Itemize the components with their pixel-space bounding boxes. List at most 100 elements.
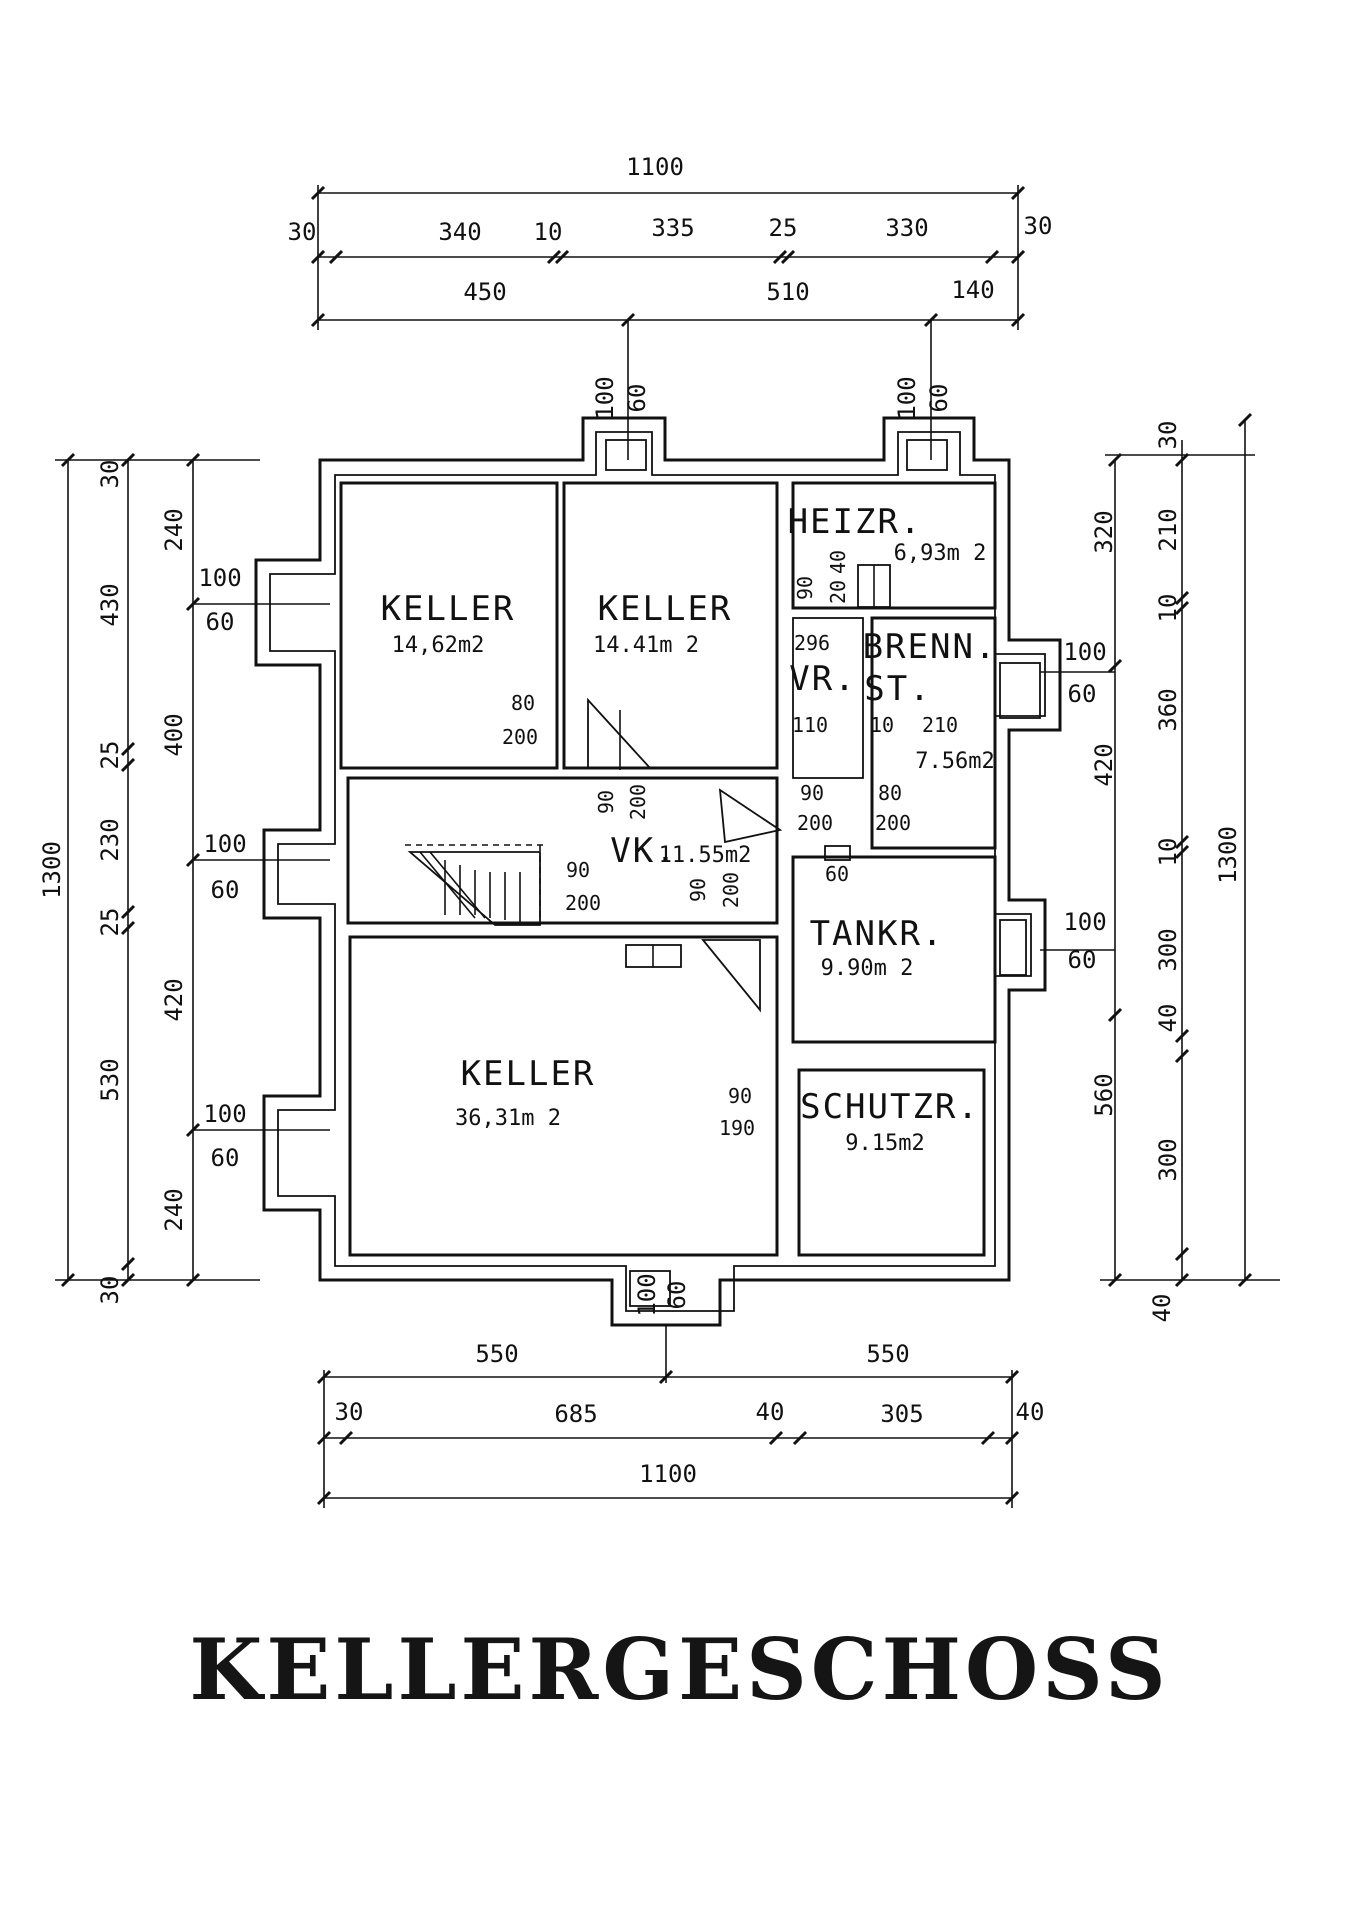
dim-top-2-2: 10 — [534, 218, 563, 246]
dim-right-2-8: 40 — [1148, 1294, 1176, 1323]
window-right1-height: 60 — [1068, 680, 1097, 708]
window-left2-height: 60 — [211, 876, 240, 904]
building-walls — [254, 416, 1062, 1327]
dim-left-2-5: 530 — [96, 1058, 124, 1101]
door-8-height: 190 — [719, 1116, 755, 1140]
dim-right-3-1: 420 — [1090, 743, 1118, 786]
window-left1-height: 60 — [206, 608, 235, 636]
window-bottom-width: 100 — [633, 1273, 661, 1316]
dim-left-3-3: 240 — [160, 1188, 188, 1231]
dim-top-2-0: 30 — [288, 218, 317, 246]
heiz-door-label: 296 — [794, 631, 830, 655]
window-top1-height: 60 — [623, 384, 651, 413]
dim-right-2-2: 10 — [1154, 594, 1182, 623]
heiz-small-2: 20 — [826, 580, 850, 604]
room-keller1-area: 14,62m2 — [392, 633, 485, 658]
room-vk-name: VK. — [610, 831, 677, 871]
room-tank-name: TANKR. — [810, 914, 945, 954]
dim-right-2-0: 30 — [1154, 421, 1182, 450]
dim-right-3-0: 320 — [1090, 510, 1118, 553]
dim-left-3-2: 420 — [160, 978, 188, 1021]
left-dimensions: 1300 30 430 25 230 25 530 30 240 400 420… — [38, 452, 330, 1305]
dim-right-2-6: 40 — [1154, 1004, 1182, 1033]
dim-bottom-2-0: 30 — [335, 1398, 364, 1426]
dim-left-2-2: 25 — [96, 741, 124, 770]
window-top2-width: 100 — [893, 376, 921, 419]
door-6-height: 200 — [719, 872, 743, 908]
door-2-height: 200 — [626, 784, 650, 820]
plan-title: KELLERGESCHOSS — [189, 1620, 1170, 1719]
window-right2-height: 60 — [1068, 946, 1097, 974]
door-1-height: 200 — [502, 725, 538, 749]
dim-right-2-1: 210 — [1154, 508, 1182, 551]
window-labels: 100 60 100 60 100 60 100 60 100 60 100 6… — [198, 376, 1106, 1316]
dim-top-2-4: 25 — [769, 214, 798, 242]
door-5-width: 80 — [878, 781, 902, 805]
tank-small-label: 60 — [825, 862, 849, 886]
room-keller2-name: KELLER — [598, 589, 733, 629]
dim-top-3-2: 140 — [951, 276, 994, 304]
room-keller2-area: 14.41m 2 — [593, 633, 699, 658]
door-swings — [587, 564, 891, 1013]
misc-labels: 110 10 210 296 90 40 20 60 — [792, 550, 958, 886]
room-brenn-name2: ST. — [864, 669, 931, 709]
door-2-width: 90 — [594, 790, 618, 814]
room-tank-area: 9.90m 2 — [821, 956, 914, 981]
room-schutz-name: SCHUTZR. — [800, 1087, 980, 1127]
door-labels: 80 200 90 200 90 200 90 200 80 200 90 20… — [502, 691, 911, 1140]
dim-bottom-2-1: 685 — [554, 1400, 597, 1428]
door-5-height: 200 — [875, 811, 911, 835]
dim-left-2-3: 230 — [96, 818, 124, 861]
window-left3-height: 60 — [211, 1144, 240, 1172]
right-dimensions: 1300 30 210 10 360 10 300 40 300 40 320 … — [1040, 412, 1280, 1323]
door-8-width: 90 — [728, 1084, 752, 1108]
staircase — [405, 844, 545, 926]
dim-bottom-2-3: 305 — [880, 1400, 923, 1428]
dim-top-3-0: 450 — [463, 278, 506, 306]
dim-top-total: 1100 — [626, 153, 684, 181]
door-3-width: 90 — [800, 781, 824, 805]
dim-left-2-6: 30 — [96, 1276, 124, 1305]
room-schutz-area: 9.15m2 — [845, 1131, 924, 1156]
room-heiz-area: 6,93m 2 — [894, 541, 987, 566]
bottom-dimensions: 550 550 30 685 40 305 40 1100 — [316, 1325, 1044, 1508]
heiz-small-1: 40 — [826, 550, 850, 574]
dim-right-2-4: 10 — [1154, 838, 1182, 867]
dim-top-2-1: 340 — [438, 218, 481, 246]
wall10-label: 10 — [870, 713, 894, 737]
dim-right-3-2: 560 — [1090, 1073, 1118, 1116]
room-heiz-name: HEIZR. — [788, 502, 923, 542]
room-vk-area: 11.55m2 — [659, 843, 752, 868]
room-labels: KELLER 14,62m2 KELLER 14.41m 2 HEIZR. 6,… — [381, 502, 998, 1156]
top-dimensions: 1100 30 340 10 335 25 330 30 450 510 140 — [288, 153, 1053, 460]
dim-left-3-0: 240 — [160, 508, 188, 551]
dim-bottom-2-2: 40 — [756, 1398, 785, 1426]
door-1-width: 80 — [511, 691, 535, 715]
dim-left-2-1: 430 — [96, 583, 124, 626]
dim-top-3-1: 510 — [766, 278, 809, 306]
door-3-height: 200 — [797, 811, 833, 835]
dim-left-total: 1300 — [38, 841, 66, 899]
room-brenn-area: 7.56m2 — [915, 749, 994, 774]
room-keller1-name: KELLER — [381, 589, 516, 629]
dim-left-2-4: 25 — [96, 908, 124, 937]
dim-left-2-0: 30 — [96, 460, 124, 489]
dim-right-2-5: 300 — [1154, 928, 1182, 971]
heiz-small-0: 90 — [793, 576, 817, 600]
vr-width-label: 110 — [792, 713, 828, 737]
dim-bottom-1-0: 550 — [475, 1340, 518, 1368]
dim-top-2-6: 30 — [1024, 212, 1053, 240]
room-brenn-name1: BRENN. — [863, 627, 998, 667]
dim-top-2-3: 335 — [651, 214, 694, 242]
window-left1-width: 100 — [198, 564, 241, 592]
door-6-width: 90 — [686, 878, 710, 902]
window-top2-height: 60 — [925, 384, 953, 413]
room-keller3-area: 36,31m 2 — [455, 1106, 561, 1131]
window-right1-width: 100 — [1063, 638, 1106, 666]
dim-right-2-7: 300 — [1154, 1138, 1182, 1181]
window-top1-width: 100 — [591, 376, 619, 419]
window-left3-width: 100 — [203, 1100, 246, 1128]
dim-top-2-5: 330 — [885, 214, 928, 242]
window-bottom-height: 60 — [663, 1281, 691, 1310]
